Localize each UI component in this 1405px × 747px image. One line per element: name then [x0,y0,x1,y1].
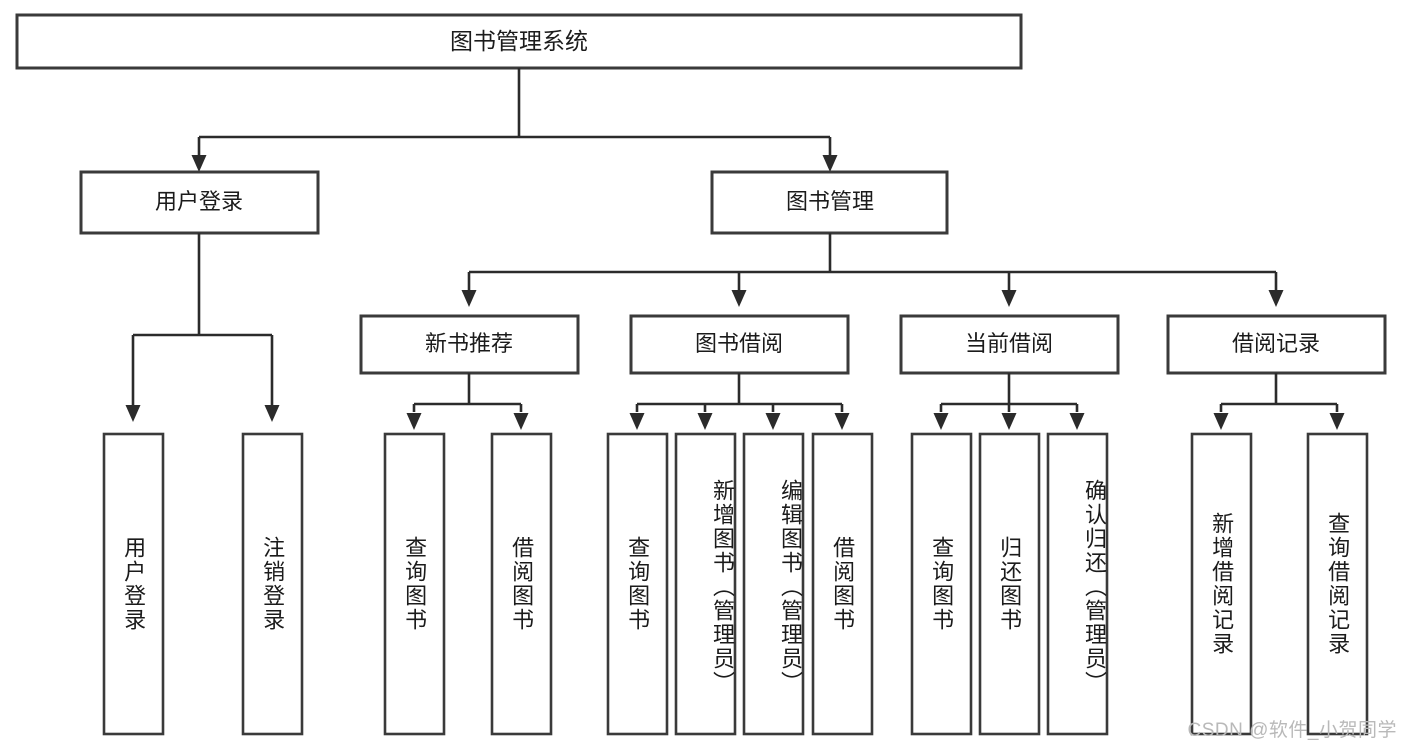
arrow-leaf-query-book-1 [406,413,422,430]
new-book-recommend-box[interactable] [359,314,580,375]
leaf-box-add-book[interactable] [674,432,737,736]
csdn-watermark: CSDN @软件_小贺同学 [1187,720,1397,741]
node-book-manage[interactable]: 图书管理 [710,170,949,235]
node-user-login[interactable]: 用户登录 [79,170,320,235]
leaf-box-borrow-book-2[interactable] [811,432,874,736]
leaf-box-confirm-return[interactable] [1046,432,1109,736]
arrow-user-login [191,155,207,172]
leaf-box-edit-book[interactable] [742,432,805,736]
arrow-leaf-logout-login [264,405,280,422]
node-borrow-record[interactable]: 借阅记录 [1166,314,1387,375]
new-book-recommend-label: 新书推荐 [425,331,513,356]
leaf-box-borrow-book-1[interactable] [490,432,553,736]
current-borrow-label: 当前借阅 [965,331,1053,356]
leaf-box-query-book-1[interactable] [383,432,446,736]
arrow-current-borrow [1001,290,1017,307]
root-box[interactable] [15,13,1023,70]
arrow-book-borrow [731,290,747,307]
node-book-borrow[interactable]: 图书借阅 [629,314,850,375]
arrow-leaf-edit-book [765,413,781,430]
leaf-box-user-login[interactable] [102,432,165,736]
arrow-leaf-add-book [697,413,713,430]
book-borrow-label: 图书借阅 [695,331,783,356]
book-manage-label: 图书管理 [786,189,874,214]
arrow-leaf-borrow-book-2 [834,413,850,430]
arrow-leaf-confirm-return [1069,413,1085,430]
book-manage-box[interactable] [710,170,949,235]
arrow-leaf-query-book-3 [933,413,949,430]
arrow-borrow-record [1268,290,1284,307]
node-new-book-recommend[interactable]: 新书推荐 [359,314,580,375]
arrow-leaf-add-record [1213,413,1229,430]
leaf-box-query-book-3[interactable] [910,432,973,736]
user-login-label: 用户登录 [155,189,243,214]
arrow-leaf-user-login [125,405,141,422]
root-label: 图书管理系统 [450,28,588,54]
node-current-borrow[interactable]: 当前借阅 [899,314,1120,375]
book-borrow-box[interactable] [629,314,850,375]
arrow-new-book-recommend [461,290,477,307]
borrow-record-label: 借阅记录 [1232,331,1320,356]
leaf-box-return-book[interactable] [978,432,1041,736]
arrow-leaf-query-record [1329,413,1345,430]
leaf-box-query-book-2[interactable] [606,432,669,736]
arrow-leaf-return-book [1001,413,1017,430]
leaf-box-query-record[interactable] [1306,432,1369,736]
arrow-leaf-query-book-2 [629,413,645,430]
node-root[interactable]: 图书管理系统 [15,13,1023,70]
arrow-leaf-borrow-book-1 [513,413,529,430]
current-borrow-box[interactable] [899,314,1120,375]
borrow-record-box[interactable] [1166,314,1387,375]
leaf-box-logout-login[interactable] [241,432,304,736]
leaf-box-add-record[interactable] [1190,432,1253,736]
arrow-book-manage [822,155,838,172]
